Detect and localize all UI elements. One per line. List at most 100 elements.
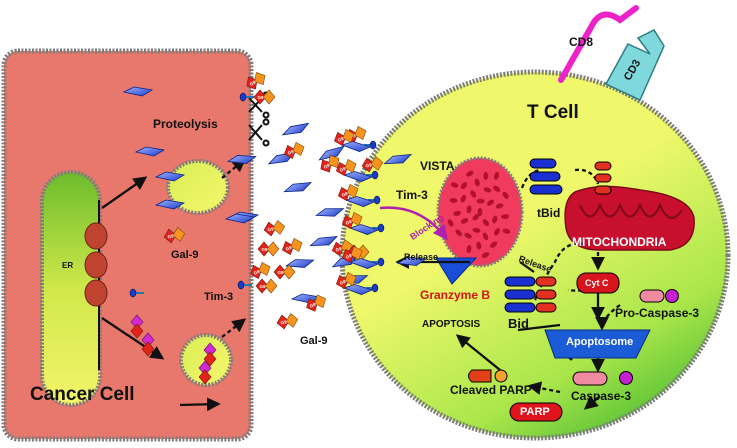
granule — [482, 219, 490, 227]
gal9-molecule — [198, 360, 212, 385]
tbid-label: tBid — [537, 206, 561, 220]
svg-text:G9: G9 — [278, 270, 285, 275]
granule — [481, 252, 490, 258]
granule — [493, 185, 501, 192]
granule — [472, 213, 480, 221]
tim3-cancer-label: Tim-3 — [204, 291, 234, 303]
tim3-molecule — [122, 86, 154, 97]
tim3-molecule — [284, 259, 315, 268]
mitochondria-label: MITOCHONDRIA — [572, 235, 667, 249]
gal9-molecule: G9 — [306, 294, 326, 312]
svg-text:G9: G9 — [345, 219, 353, 226]
gal9-molecule: G9 — [341, 211, 363, 230]
granule — [502, 228, 511, 234]
gal9-molecule: G9 — [281, 237, 303, 256]
granule — [483, 187, 492, 193]
tim3-receptor — [129, 288, 144, 298]
granzyme-granules — [447, 170, 511, 258]
svg-text:G9: G9 — [337, 136, 345, 143]
apoptosome-shape — [544, 329, 651, 359]
gal9-molecule: G9 — [331, 239, 353, 257]
bid-label: Bid — [508, 316, 529, 331]
granule — [476, 241, 482, 250]
cancer-cell-label: Cancer Cell — [30, 384, 135, 405]
gal9-molecule: G9 — [335, 271, 357, 290]
granule — [460, 194, 467, 203]
tim3-receptor — [366, 170, 379, 180]
gal9-molecule: G9 — [335, 158, 357, 177]
endoplasmic-reticulum — [40, 170, 108, 407]
granule — [470, 190, 477, 198]
granule — [464, 232, 472, 239]
tim3-receptor — [372, 223, 385, 233]
tim3-molecule — [348, 224, 380, 235]
tim3-molecule — [342, 171, 374, 182]
svg-text:G9: G9 — [258, 95, 265, 100]
cd3-receptor — [604, 29, 665, 102]
granule — [472, 227, 481, 233]
gal9-molecule — [141, 332, 155, 357]
gal9-molecule: G9 — [341, 245, 363, 264]
cleaved-parp-shape — [468, 369, 508, 383]
tim3-molecule — [154, 171, 186, 182]
tim3-molecule — [283, 181, 313, 193]
gal9-molecule: G9 — [263, 220, 286, 237]
tim3-tcell-label: Tim-3 — [396, 188, 428, 202]
gal9-molecule: G9 — [255, 278, 278, 294]
granule — [483, 171, 489, 180]
tim3-molecule — [348, 258, 380, 269]
gal9-molecule: G9 — [276, 313, 299, 330]
svg-text:G9: G9 — [262, 247, 269, 252]
granule — [466, 205, 472, 214]
svg-text:G9: G9 — [339, 166, 347, 173]
granule — [501, 214, 510, 220]
tbid-group — [529, 158, 612, 195]
gal9-molecule — [203, 342, 217, 367]
granule — [495, 203, 504, 209]
pro-caspase-3-shape — [639, 289, 679, 303]
granule — [476, 198, 485, 204]
cd8-receptor — [558, 5, 639, 83]
svg-text:G9: G9 — [167, 233, 174, 239]
granule — [447, 219, 454, 227]
tim3-receptor — [364, 140, 377, 150]
granule — [490, 241, 497, 248]
gal9-molecule: G9 — [257, 241, 280, 257]
cleaved-parp-label: Cleaved PARP — [450, 383, 532, 397]
gal9-molecule: G9 — [273, 264, 296, 280]
svg-text:G9: G9 — [323, 162, 331, 170]
cyt-c-label: Cyt C — [585, 278, 609, 288]
tim3-molecule — [281, 122, 310, 136]
cyt-c-box — [576, 272, 620, 294]
svg-text:G9: G9 — [260, 284, 267, 289]
gal9-molecule — [130, 314, 144, 339]
granzyme-b-label: Granzyme B — [420, 288, 491, 302]
apoptosis-label: APOPTOSIS — [422, 319, 481, 330]
svg-text:G9: G9 — [339, 279, 347, 286]
release-upper-label: Release — [404, 252, 439, 262]
granule — [482, 232, 489, 241]
granule — [492, 215, 498, 224]
gal9-molecule: G9 — [361, 156, 384, 173]
tim3-molecule — [342, 284, 374, 295]
vista-label: VISTA — [420, 159, 455, 173]
svg-text:G9: G9 — [280, 319, 287, 325]
tim3-receptor — [237, 280, 252, 290]
vesicle-upper — [166, 159, 230, 215]
granzyme-b-icon — [435, 257, 478, 285]
tim3-molecule — [309, 235, 339, 247]
svg-text:G9: G9 — [365, 162, 372, 168]
granule — [494, 228, 500, 236]
tim3-molecule — [154, 199, 186, 210]
granule — [466, 245, 472, 253]
gal9-extracellular-label: Gal-9 — [300, 335, 328, 347]
svg-text:G9: G9 — [285, 245, 293, 252]
tim3-molecule — [226, 155, 257, 164]
tim3-molecule — [224, 213, 256, 224]
tim3-molecule — [344, 196, 376, 207]
tim3-receptor — [372, 257, 385, 267]
granule — [502, 191, 509, 199]
